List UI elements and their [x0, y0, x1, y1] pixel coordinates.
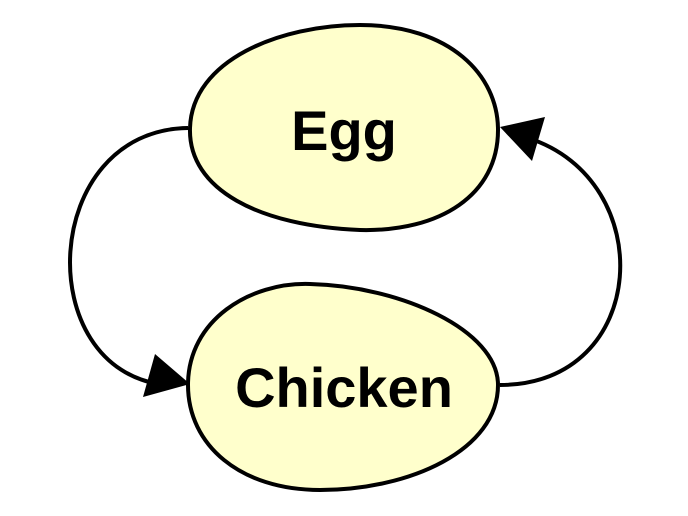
- edge-egg-to-chicken: [68, 126, 190, 397]
- arrowhead-icon: [143, 354, 190, 397]
- node-label-chicken: Chicken: [235, 356, 453, 419]
- arrowhead-icon: [500, 117, 545, 161]
- node-label-egg: Egg: [291, 99, 397, 162]
- node-chicken[interactable]: Chicken: [185, 281, 501, 493]
- edge-chicken-to-egg: [499, 117, 623, 387]
- node-egg[interactable]: Egg: [187, 22, 501, 233]
